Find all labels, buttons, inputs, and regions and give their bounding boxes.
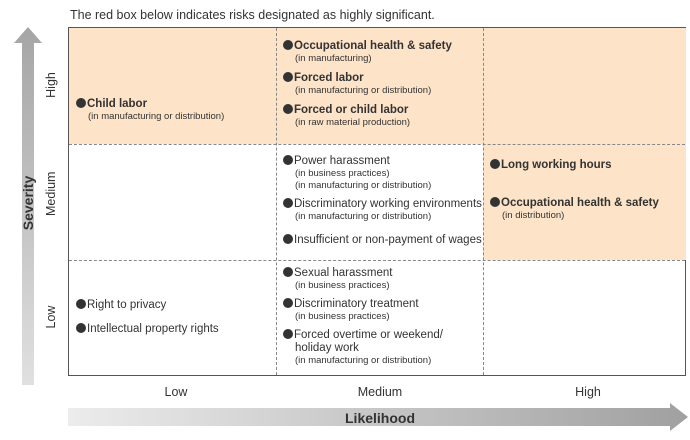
risk-title: Intellectual property rights [87,323,219,335]
risk-scope: (in business practices) [295,168,390,179]
bullet-icon [283,298,293,308]
risk-item: Insufficient or non-payment of wages [283,234,482,247]
bullet-icon [283,40,293,50]
risk-title-cont: holiday work [295,342,359,354]
risk-scope: (in manufacturing or distribution) [295,85,432,96]
severity-arrow-icon [14,27,42,385]
bullet-icon [76,299,86,309]
risk-title: Power harassment [294,155,390,167]
bullet-icon [283,234,293,244]
risk-item: Discriminatory treatment(in business pra… [283,298,419,323]
risk-scope: (in business practices) [295,280,390,291]
bullet-icon [490,159,500,169]
risk-item: Intellectual property rights [76,323,219,336]
row-label-high: High [44,72,58,98]
risk-item: Forced labor(in manufacturing or distrib… [283,72,431,97]
risk-item: Occupational health & safety(in distribu… [490,197,659,222]
risk-scope: (in manufacturing) [295,53,372,64]
risk-scope: (in raw material production) [295,117,411,128]
risk-title: Forced overtime or weekend/ [294,329,443,341]
risk-scope: (in manufacturing or distribution) [88,111,225,122]
risk-scope: (in business practices) [295,311,390,322]
risk-title: Discriminatory working environments [294,198,482,210]
bullet-icon [283,155,293,165]
risk-item: Long working hours [490,159,612,172]
caption: The red box below indicates risks design… [70,8,435,22]
risk-title: Forced or child labor [294,104,409,116]
severity-label: Severity [20,175,36,231]
likelihood-label: Likelihood [345,410,415,426]
risk-matrix: Child labor(in manufacturing or distribu… [68,27,686,376]
high-severity-highlight [69,28,686,144]
bullet-icon [283,104,293,114]
risk-item: Right to privacy [76,299,166,312]
bullet-icon [283,329,293,339]
bullet-icon [283,72,293,82]
risk-title: Right to privacy [87,299,167,311]
bullet-icon [283,198,293,208]
col-label-high: High [575,385,601,399]
medium-high-highlight [483,144,686,260]
risk-title: Child labor [87,98,148,110]
risk-title: Discriminatory treatment [294,298,419,310]
risk-item: Forced or child labor(in raw material pr… [283,104,410,129]
row-label-medium: Medium [44,171,58,216]
risk-item: Discriminatory working environments(in m… [283,198,482,223]
risk-title: Forced labor [294,72,364,84]
bullet-icon [76,98,86,108]
risk-item: Child labor(in manufacturing or distribu… [76,98,224,123]
col-label-low: Low [164,385,188,399]
risk-scope: (in distribution) [502,210,565,221]
risk-title: Occupational health & safety [294,40,452,52]
bullet-icon [490,197,500,207]
risk-title: Occupational health & safety [501,197,659,209]
risk-item: Sexual harassment(in business practices) [283,267,392,292]
bullet-icon [76,323,86,333]
row-label-low: Low [44,305,58,329]
risk-title: Sexual harassment [294,267,393,279]
likelihood-arrow-icon [68,403,688,431]
risk-item: Occupational health & safety(in manufact… [283,40,452,65]
risk-scope: (in manufacturing or distribution) [295,355,432,366]
col-label-medium: Medium [357,385,403,399]
risk-title: Long working hours [501,159,612,171]
risk-item: Power harassment(in business practices)(… [283,155,431,192]
risk-item: Forced overtime or weekend/holiday work(… [283,329,443,367]
risk-scope: (in manufacturing or distribution) [295,211,432,222]
risk-title: Insufficient or non-payment of wages [294,234,482,246]
risk-scope: (in manufacturing or distribution) [295,180,432,191]
bullet-icon [283,267,293,277]
